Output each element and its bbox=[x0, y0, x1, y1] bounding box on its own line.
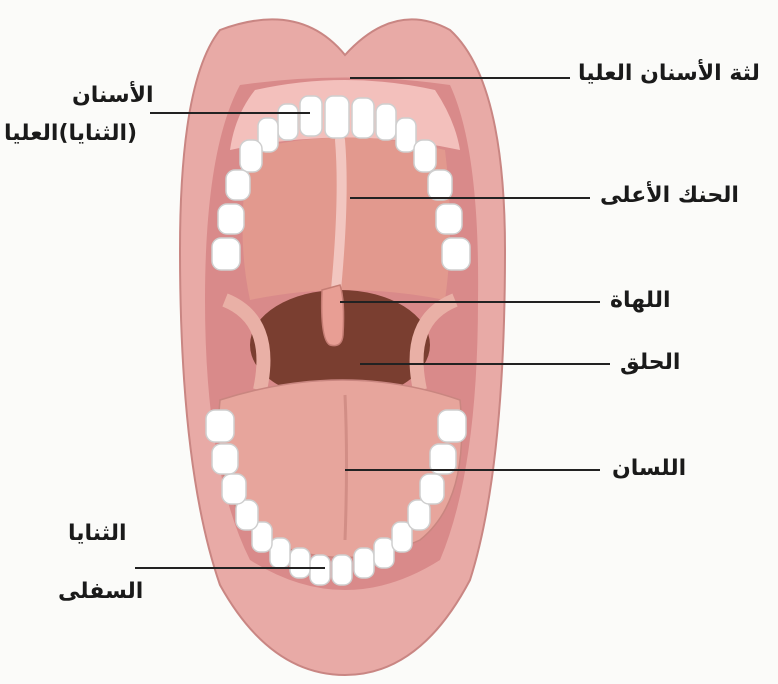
label-upper-gum: لثة الأسنان العليا bbox=[578, 60, 760, 88]
label-tongue: اللسان bbox=[612, 455, 686, 483]
tongue-groove bbox=[345, 395, 347, 540]
label-upper-teeth-line1: الأسنان bbox=[72, 82, 154, 110]
label-upper-teeth-line2: (الثنايا)العليا bbox=[4, 120, 137, 148]
label-throat: الحلق bbox=[620, 349, 680, 377]
label-uvula: اللهاة bbox=[610, 287, 671, 315]
label-lower-incisors-line2: السفلى bbox=[58, 578, 143, 606]
label-hard-palate: الحنك الأعلى bbox=[600, 182, 739, 210]
label-lower-incisors-line1: الثنايا bbox=[68, 520, 127, 548]
uvula-shape bbox=[322, 285, 344, 346]
